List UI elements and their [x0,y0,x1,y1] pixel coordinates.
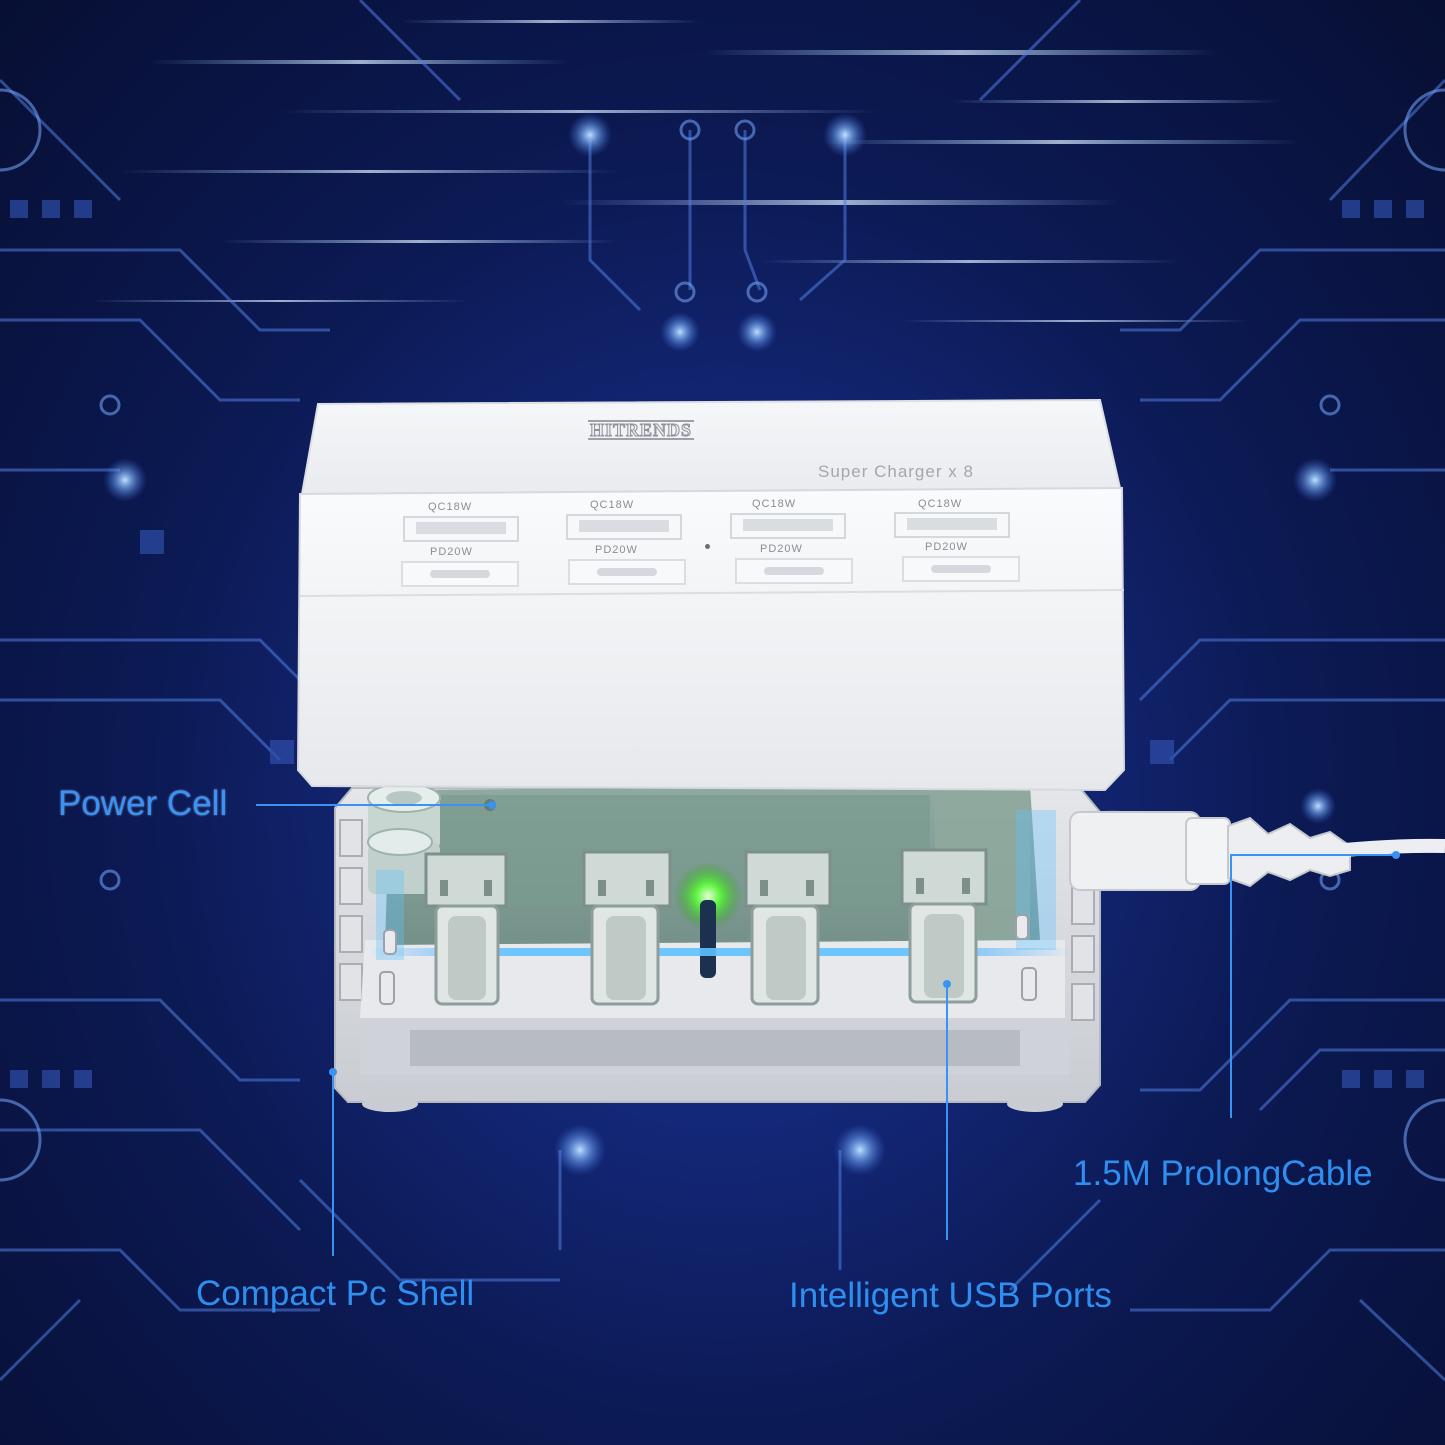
qc-label-3: QC18W [752,498,797,510]
qc-label-4: QC18W [918,498,963,510]
callout-compact-shell: Compact Pc Shell [196,1274,475,1313]
leader-power-cell [256,804,496,806]
usb-a-port-2 [566,514,682,540]
usb-c-port-4 [902,556,1020,582]
leader-cable-vertical [1230,854,1232,1118]
pd-label-2: PD20W [595,544,638,556]
leader-compact-shell [332,1072,334,1256]
brand-logo: HITRENDS [588,420,695,440]
callout-cable: 1.5M ProlongCable [1073,1154,1373,1193]
leader-dot-compact-shell [329,1068,337,1076]
usb-a-port-1 [403,516,519,542]
port-module-2 [582,850,672,1006]
callout-usb-ports: Intelligent USB Ports [789,1276,1112,1315]
usb-c-port-3 [735,558,853,584]
port-module-3 [744,850,832,1006]
port-modules [424,848,988,1006]
leader-dot-power-cell [488,801,496,809]
callout-power-cell: Power Cell [58,784,228,823]
qc-label-1: QC18W [428,501,473,513]
light-streaks [90,20,1300,322]
circuit-traces [0,0,1445,1382]
leader-cable-horizontal [1230,854,1396,856]
pd-label-1: PD20W [430,546,473,558]
qc-label-2: QC18W [590,499,635,511]
circuit-squares [10,200,1424,1088]
port-module-1 [424,852,508,1006]
pd-label-3: PD20W [760,543,803,555]
usb-c-port-2 [568,559,686,585]
cable [1069,810,1445,891]
leader-usb-ports [946,984,948,1240]
pd-label-4: PD20W [925,541,968,553]
usb-c-port-1 [401,561,519,587]
usb-a-port-3 [730,513,846,539]
leader-dot-usb-ports [943,980,951,988]
leader-dot-cable [1392,851,1400,859]
model-text: Super Charger x 8 [818,462,974,481]
circuit-board [360,783,1070,1018]
circuit-rings [0,88,1445,1182]
status-led [705,544,710,549]
usb-a-port-4 [894,512,1010,538]
glowing-nodes [103,113,1337,1176]
port-module-4 [900,848,988,1004]
